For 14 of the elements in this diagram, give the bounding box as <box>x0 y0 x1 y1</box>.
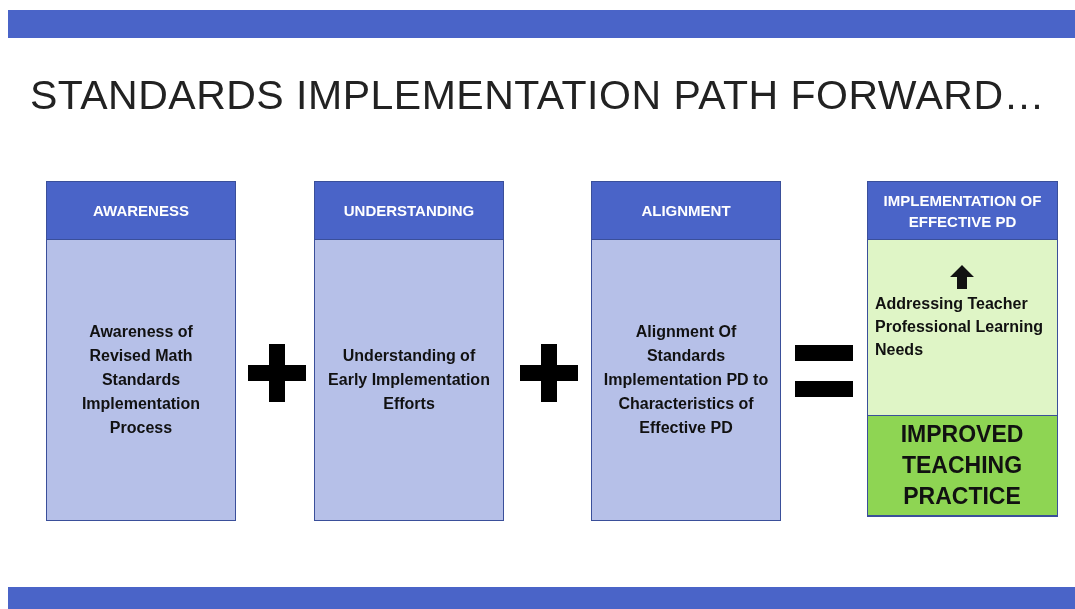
column-heading: IMPLEMENTATION OF EFFECTIVE PD <box>868 182 1057 240</box>
slide-title: STANDARDS IMPLEMENTATION PATH FORWARD… <box>28 72 1047 119</box>
column-text: Alignment Of Standards Implementation PD to Characteristics of Effective PD <box>602 321 770 438</box>
column-heading: ALIGNMENT <box>592 182 780 240</box>
column-text: Addressing Teacher Professional Learning Needs <box>875 294 1045 361</box>
result-box: IMPROVED TEACHING PRACTICE <box>866 415 1058 516</box>
column-card <box>867 181 1058 517</box>
column-text: Understanding of Early Implementation Efforts <box>327 345 491 414</box>
column-card <box>591 181 781 521</box>
column-card <box>46 181 236 521</box>
column-text: Awareness of Revised Math Standards Implementation Process <box>80 321 202 438</box>
column-heading: UNDERSTANDING <box>315 182 503 240</box>
column-heading: AWARENESS <box>47 182 235 240</box>
column-card <box>314 181 504 521</box>
